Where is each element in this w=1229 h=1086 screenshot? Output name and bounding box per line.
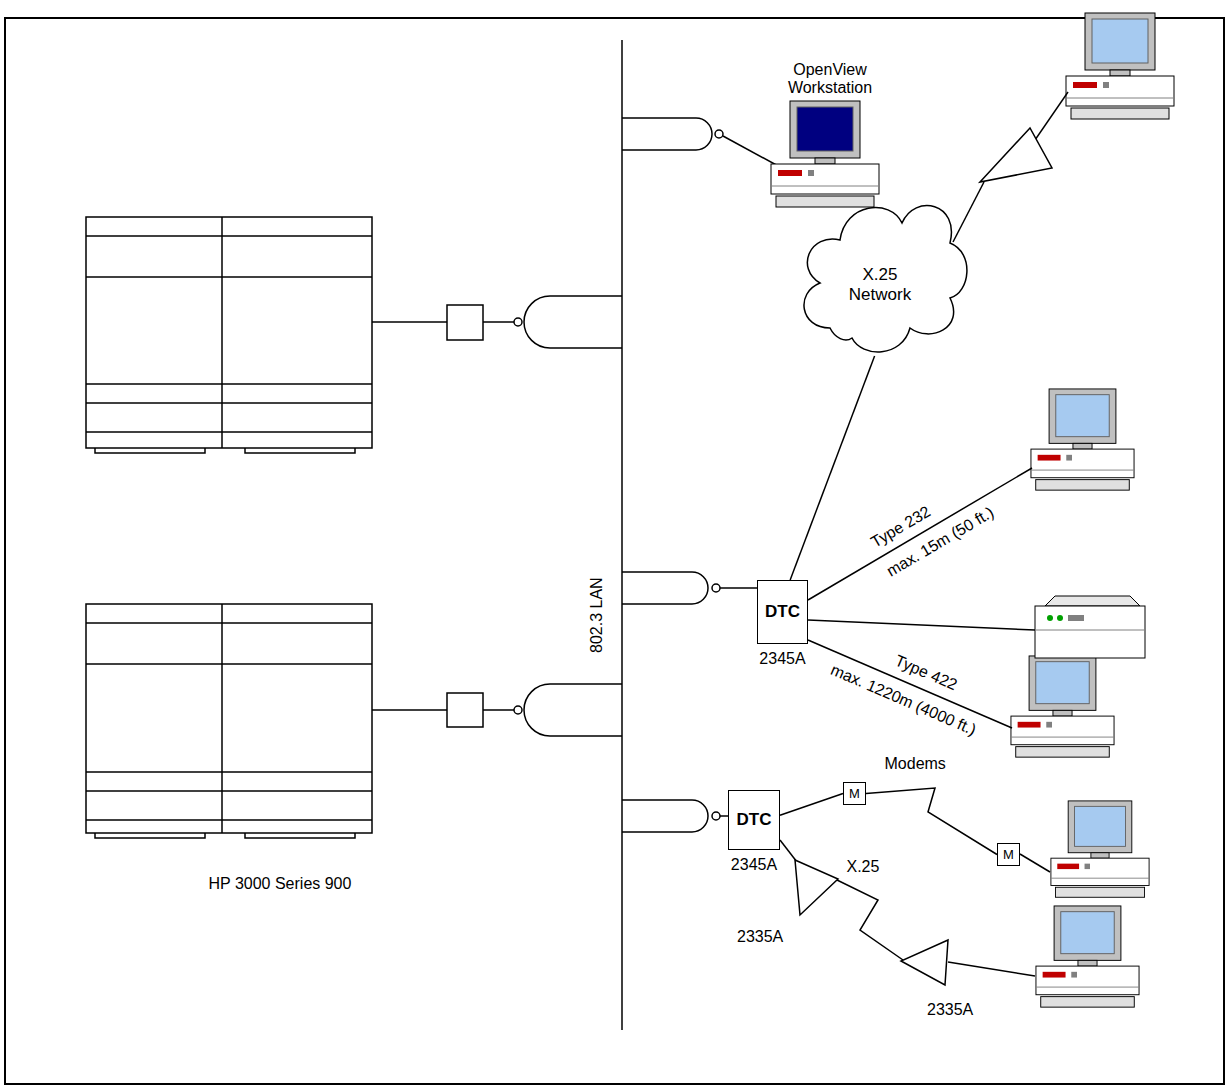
text-label: 802.3 LAN	[588, 577, 606, 653]
server-cabinet	[86, 604, 372, 838]
computer-icon	[1066, 13, 1174, 119]
text-label: 2335A	[927, 1001, 973, 1019]
device-name: DTC	[737, 810, 772, 830]
modem-letter: M	[849, 786, 860, 801]
text-label: 2335A	[737, 928, 783, 946]
dtc-outline: DTC	[728, 790, 780, 850]
dtc-outline: DTC	[757, 580, 808, 644]
workstation-icon	[771, 101, 879, 207]
network-cloud: X.25 Network	[790, 178, 970, 356]
text-label: X.25	[847, 858, 880, 876]
text-label: HP 3000 Series 900	[209, 875, 352, 893]
dtc-box: DTC 2345A	[728, 790, 780, 874]
computer-icon	[1011, 656, 1114, 757]
computer-icon	[1051, 801, 1149, 897]
modem-outline: M	[843, 782, 866, 805]
model-number: 2345A	[728, 856, 780, 874]
server-cabinet	[86, 217, 372, 453]
x25-link	[780, 840, 1035, 985]
device-name: DTC	[765, 602, 800, 622]
text-label: OpenView Workstation	[774, 61, 886, 98]
text-label: Modems	[885, 755, 946, 773]
text-label: max. 15m (50 ft.)	[883, 504, 997, 581]
link-line	[790, 356, 874, 580]
modem-letter: M	[1003, 847, 1014, 862]
model-number: 2345A	[757, 650, 808, 668]
modem-box: M	[997, 843, 1020, 866]
frame-border	[5, 18, 1224, 1084]
computer-icon	[1036, 906, 1139, 1007]
modem-box: M	[843, 782, 866, 805]
modem-link	[866, 788, 997, 855]
text-label: Type 422	[892, 652, 960, 695]
lan-cable	[372, 40, 780, 1030]
cloud-outline	[804, 206, 967, 352]
dtc-box: DTC 2345A	[757, 580, 808, 668]
cloud-label: X.25 Network	[840, 264, 920, 305]
link-line	[780, 794, 843, 816]
computer-icon	[1031, 389, 1134, 490]
modem-outline: M	[997, 843, 1020, 866]
pad-triangle	[980, 128, 1052, 182]
printer-icon	[1035, 596, 1145, 658]
